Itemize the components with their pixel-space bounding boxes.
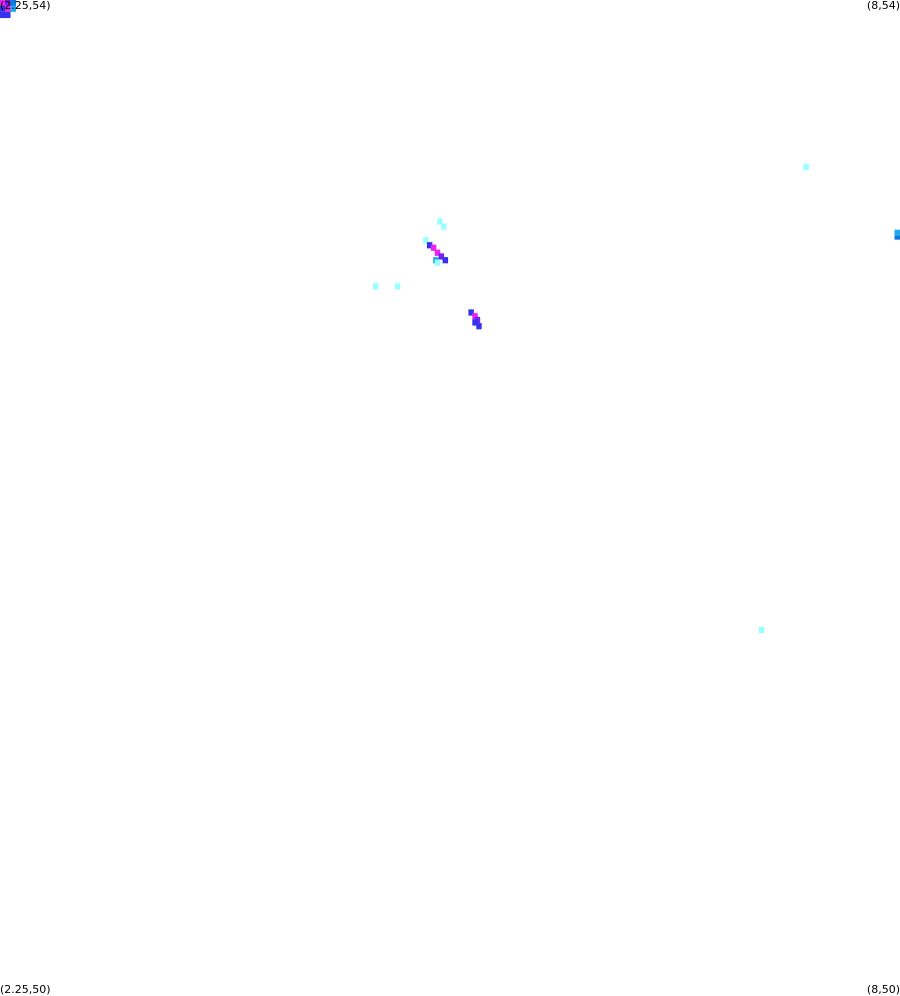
heatmap-cell-4 [5, 5, 11, 12]
heatmap-cell-11 [894, 233, 900, 240]
heatmap-cell-12 [894, 229, 900, 236]
heatmap-cell-8 [803, 163, 809, 170]
heatmap-cell-26 [472, 319, 478, 326]
heatmap-cell-28 [758, 626, 765, 634]
heatmap-cell-3 [0, 5, 6, 12]
heatmap-cell-24 [472, 313, 478, 320]
heatmap-cell-16 [434, 249, 441, 256]
corner-label-top-right: (8,54) [866, 0, 900, 12]
heatmap-cells [0, 0, 900, 634]
heatmap-cell-15 [430, 244, 437, 251]
heatmap-cell-13 [423, 237, 429, 244]
heatmap-cell-9 [437, 218, 443, 225]
heatmap-cell-18 [442, 257, 449, 264]
heatmap-cell-1 [5, 0, 11, 7]
heatmap-cell-2 [10, 0, 17, 7]
heatmap-cell-17 [438, 253, 445, 260]
heatmap-cell-14 [426, 242, 433, 249]
heatmap-cell-6 [0, 11, 6, 19]
heatmap-cell-27 [476, 323, 482, 330]
heatmap-cell-20 [434, 259, 441, 266]
heatmap-cell-7 [5, 11, 11, 19]
heatmap-cell-0 [0, 0, 6, 7]
heatmap-cell-23 [468, 309, 474, 316]
heatmap-cell-5 [10, 5, 17, 12]
corner-label-top-left: (2.25,54) [0, 0, 51, 12]
heatmap-cell-10 [441, 223, 447, 230]
heatmap-cell-21 [372, 283, 379, 290]
heatmap-cell-22 [394, 283, 401, 290]
corner-label-bottom-left: (2.25,50) [0, 983, 51, 996]
corner-label-bottom-right: (8,50) [866, 983, 900, 996]
